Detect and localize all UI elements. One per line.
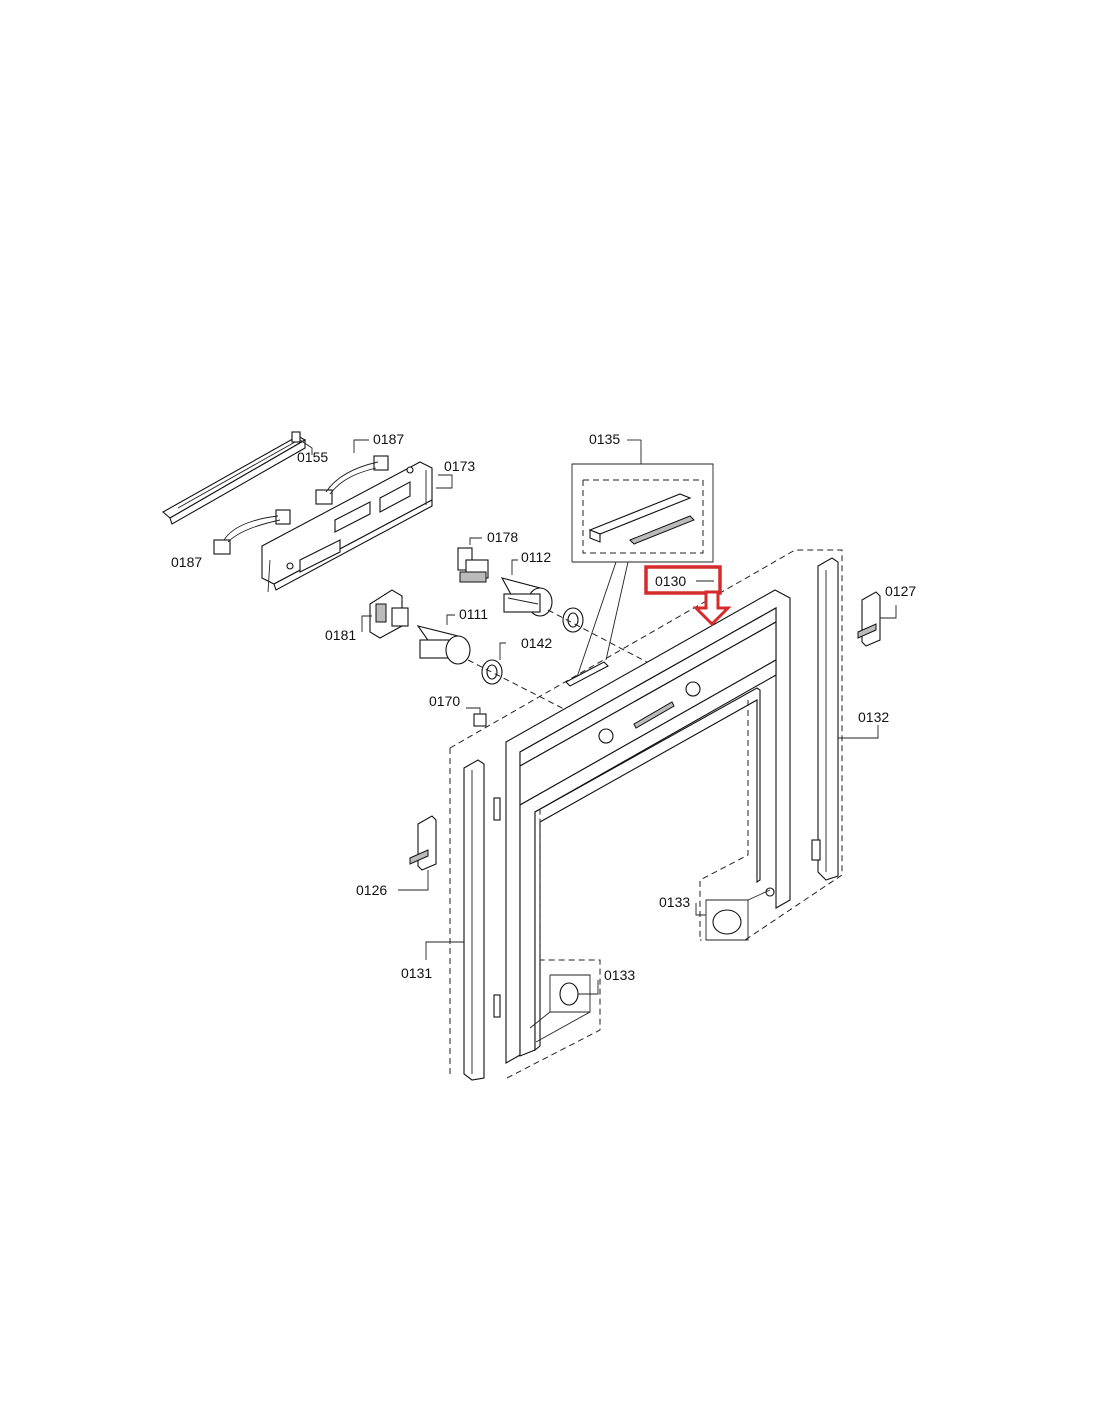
part-0155-rail (162, 431, 307, 525)
label-0155: 0155 (297, 449, 328, 465)
label-0132: 0132 (858, 709, 889, 725)
label-0127: 0127 (885, 583, 916, 599)
label-0130: 0130 (655, 573, 686, 589)
part-0173-control-module (261, 461, 433, 593)
part-0130-door-frame (505, 589, 791, 1064)
part-0135-callout (571, 439, 714, 681)
part-0187-top-cable (315, 455, 389, 505)
label-0178: 0178 (487, 529, 518, 545)
label-0126: 0126 (356, 882, 387, 898)
label-0170: 0170 (429, 693, 460, 709)
part-0187-left-cable (213, 509, 291, 555)
label-0173: 0173 (444, 458, 475, 474)
part-0112-motor (500, 577, 553, 617)
part-0181-bracket (369, 589, 409, 639)
part-0126-hinge-bracket (409, 815, 437, 871)
part-0131-left-rail (463, 759, 501, 1081)
part-0170-clip (473, 713, 487, 727)
label-0181: 0181 (325, 627, 356, 643)
part-0178-switch (457, 547, 489, 583)
label-0111: 0111 (459, 606, 488, 622)
highlight-0130 (644, 565, 732, 627)
part-0111-motor (416, 625, 471, 665)
part-0133-bottom-bumper (529, 974, 591, 1043)
part-0133-right-bumper (705, 889, 771, 941)
part-0132-right-rail (811, 557, 839, 881)
label-0187-left: 0187 (171, 554, 202, 570)
label-0112: 0112 (521, 549, 551, 565)
label-0131: 0131 (401, 965, 432, 981)
part-0127-hinge-bracket (857, 591, 881, 647)
label-0187-top: 0187 (373, 431, 404, 447)
part-0135-key-strip (565, 661, 609, 687)
label-0135: 0135 (589, 431, 620, 447)
label-0133-right: 0133 (659, 894, 690, 910)
label-0142: 0142 (521, 635, 552, 651)
label-0133-bottom: 0133 (604, 967, 635, 983)
